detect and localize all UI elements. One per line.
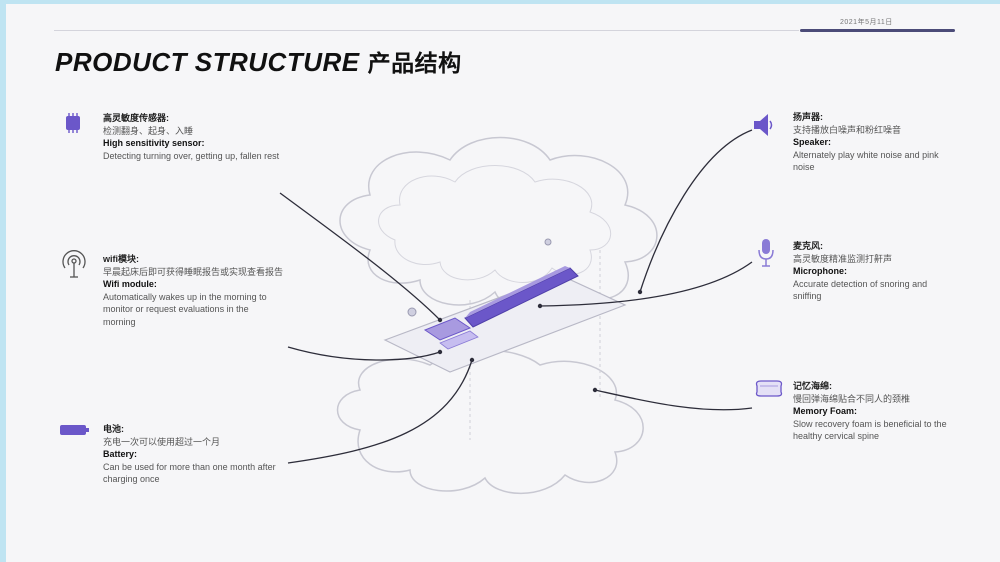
header-rule [54, 30, 799, 31]
sensor-title-en: High sensitivity sensor: [103, 138, 205, 148]
leader-speaker [639, 129, 753, 293]
wifi-icon [62, 250, 86, 278]
sensor-desc-en: Detecting turning over, getting up, fall… [103, 150, 280, 161]
pillow-top-layer [339, 136, 658, 312]
battery-desc-cn: 充电一次可以使用超过一个月 [103, 436, 221, 447]
sensor-title-cn: 高灵敏度传感器: [103, 113, 169, 123]
leader-foam [594, 389, 753, 411]
wifi-title-cn: wifi模块: [103, 254, 139, 264]
sensor-desc-cn: 检测翻身、起身、入睡 [103, 125, 194, 136]
page-title: PRODUCT STRUCTURE 产品结构 [55, 44, 462, 78]
circuit-board [383, 274, 627, 373]
callout-sensor: 高灵敏度传感器: 检测翻身、起身、入睡 High sensitivity sen… [103, 112, 283, 162]
foam-desc-en: Slow recovery foam is beneficial to the … [793, 418, 947, 442]
microphone-icon [758, 239, 774, 267]
wifi-desc-cn: 早晨起床后即可获得睡眠报告或实现查看报告 [103, 266, 284, 277]
title-en: PRODUCT STRUCTURE [55, 47, 360, 77]
callout-foam: 记忆海绵: 慢回弹海绵贴合不同人的颈椎 Memory Foam: Slow re… [793, 380, 953, 443]
speaker-title-cn: 扬声器: [793, 112, 823, 122]
callout-microphone: 麦克风: 高灵敏度精准监测打鼾声 Microphone: Accurate de… [793, 240, 953, 303]
header-rule-accent [800, 29, 955, 32]
battery-icon [60, 425, 89, 435]
microphone-desc-cn: 高灵敏度精准监测打鼾声 [793, 253, 893, 264]
leader-battery [287, 359, 473, 464]
speaker-desc-en: Alternately play white noise and pink no… [793, 149, 939, 173]
microphone-title-cn: 麦克风: [793, 241, 823, 251]
chip-cluster [423, 317, 472, 341]
slide-page [6, 4, 1000, 562]
callout-speaker: 扬声器: 支持播放白噪声和粉红噪音 Speaker: Alternately p… [793, 111, 953, 174]
title-cn: 产品结构 [367, 50, 462, 76]
page-tag: 2021年5月11日 [840, 19, 893, 26]
speaker-desc-cn: 支持播放白噪声和粉红噪音 [793, 124, 902, 135]
chip-icon [66, 113, 80, 133]
leader-wifi [287, 346, 441, 361]
callout-wifi: wifi模块: 早晨起床后即可获得睡眠报告或实现查看报告 Wifi module… [103, 253, 283, 328]
foam-desc-cn: 慢回弹海绵贴合不同人的颈椎 [793, 393, 911, 404]
microphone-desc-en: Accurate detection of snoring and sniffi… [793, 278, 928, 302]
speaker-icon [754, 114, 773, 136]
wifi-title-en: Wifi module: [103, 279, 157, 289]
callout-battery: 电池: 充电一次可以使用超过一个月 Battery: Can be used f… [103, 423, 283, 486]
battery-desc-en: Can be used for more than one month afte… [103, 461, 276, 485]
battery-title-en: Battery: [103, 449, 138, 459]
battery-title-cn: 电池: [103, 424, 124, 434]
leader-microphone [539, 261, 753, 307]
foam-title-en: Memory Foam: [793, 406, 858, 416]
foam-icon [755, 380, 783, 397]
foam-title-cn: 记忆海绵: [793, 381, 832, 391]
microphone-title-en: Microphone: [793, 266, 847, 276]
speaker-title-en: Speaker: [793, 137, 832, 147]
pillow-bottom-layer [336, 349, 644, 495]
wifi-desc-en: Automatically wakes up in the morning to… [103, 291, 267, 327]
frame-top-border [0, 0, 1000, 4]
frame-left-border [0, 0, 6, 562]
pillow-top-inner [378, 165, 612, 283]
leader-sensor [279, 192, 441, 321]
